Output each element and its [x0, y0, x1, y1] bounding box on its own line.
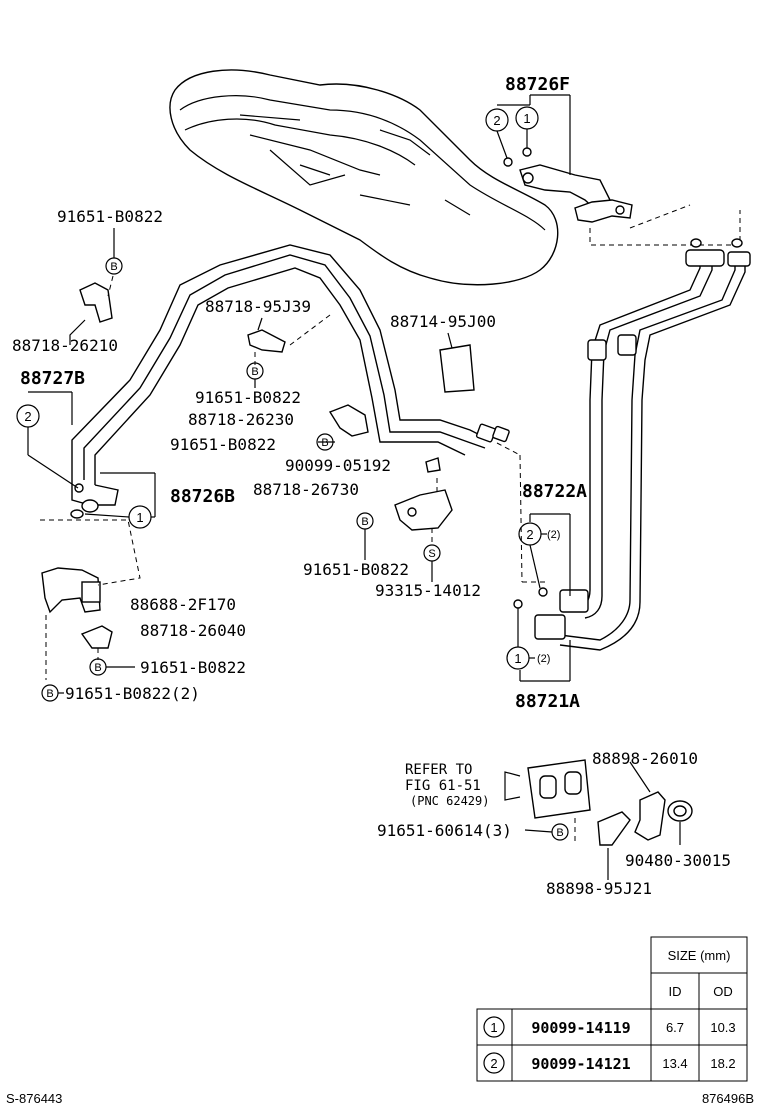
callout-1-88726F: 1: [523, 111, 530, 126]
label-91651-B0822-d: 91651-B0822: [303, 560, 409, 579]
label-88718-95J39: 88718-95J39: [205, 297, 311, 316]
label-88718-26230: 88718-26230: [188, 410, 294, 429]
table-row2-id: 13.4: [662, 1056, 687, 1071]
callout-1-88721A: 1: [514, 651, 521, 666]
gasket-plate: [527, 759, 591, 819]
pipes-right: [534, 238, 751, 651]
grommet-88898-95J21: [597, 811, 631, 846]
ring-90480-30015: [667, 800, 693, 822]
grommet-88898-26010: [634, 791, 666, 841]
table-header-od: OD: [713, 984, 733, 999]
svg-text:B: B: [94, 662, 101, 674]
table-row2-key: 2: [490, 1056, 497, 1071]
pipes-left: [71, 244, 510, 513]
clamp-88718-95J39: [247, 329, 286, 353]
nut-90099-05192: [425, 457, 441, 473]
b-marker-e: B: [89, 658, 107, 676]
clamp-88718-26210: [79, 282, 113, 323]
label-91651-B0822-c: 91651-B0822: [170, 435, 276, 454]
footer-right-code: 876496B: [702, 1091, 754, 1106]
callout-2-88726F: 2: [493, 113, 500, 128]
b-marker-f: B: [41, 684, 59, 702]
label-88898-95J21: 88898-95J21: [546, 879, 652, 898]
label-88718-26210: 88718-26210: [12, 336, 118, 355]
pipe-88726F: [519, 164, 633, 223]
label-91651-60614: 91651-60614(3): [377, 821, 512, 840]
svg-text:B: B: [251, 366, 258, 378]
label-88718-26730: 88718-26730: [253, 480, 359, 499]
label-88727B: 88727B: [20, 368, 85, 389]
callout-2-88727B: 2: [24, 409, 31, 424]
label-93315-14012: 93315-14012: [375, 581, 481, 600]
clamp-88718-26730: [394, 489, 453, 531]
refer-line2: FIG 61-51: [405, 778, 481, 794]
svg-text:B: B: [46, 688, 53, 700]
svg-text:B: B: [110, 261, 117, 273]
callout-1-88726B: 1: [136, 510, 143, 525]
b-marker-top: B: [105, 257, 123, 275]
size-table: SIZE (mm) ID OD 1 90099-14119 6.7 10.3 2…: [476, 936, 748, 1082]
b-marker-d: B: [356, 512, 374, 530]
bracket-88688-2F170: [41, 567, 101, 614]
table-row1-part: 90099-14119: [531, 1019, 630, 1037]
label-88722A: 88722A: [522, 481, 587, 502]
refer-line3: (PNC 62429): [410, 794, 489, 808]
duct-housing: [169, 69, 559, 286]
label-88721A: 88721A: [515, 691, 580, 712]
table-header-id: ID: [669, 984, 682, 999]
label-90480-30015: 90480-30015: [625, 851, 731, 870]
table-row2-part: 90099-14121: [531, 1055, 630, 1073]
label-91651-B0822-top: 91651-B0822: [57, 207, 163, 226]
qty-88721A: (2): [537, 653, 550, 665]
table-row2-od: 18.2: [710, 1056, 735, 1071]
label-88688-2F170: 88688-2F170: [130, 595, 236, 614]
svg-text:S: S: [428, 548, 435, 560]
label-88714-95J00: 88714-95J00: [390, 312, 496, 331]
label-88718-26040: 88718-26040: [140, 621, 246, 640]
clamp-88718-26230: [328, 404, 369, 437]
label-90099-05192: 90099-05192: [285, 456, 391, 475]
label-88726F: 88726F: [505, 74, 570, 95]
svg-text:B: B: [361, 516, 368, 528]
label-91651-B0822-e: 91651-B0822: [140, 658, 246, 677]
label-91651-B0822-mid: 91651-B0822: [195, 388, 301, 407]
footer-left-code: S-876443: [6, 1091, 62, 1106]
label-91651-B0822-2: 91651-B0822(2): [65, 684, 200, 703]
svg-text:B: B: [321, 437, 328, 449]
table-row1-key: 1: [490, 1020, 497, 1035]
qty-88722A: (2): [547, 529, 560, 541]
table-header-size: SIZE (mm): [668, 948, 731, 963]
b-marker-mid: B: [246, 362, 264, 380]
refer-line1: REFER TO: [405, 762, 472, 778]
svg-text:B: B: [556, 827, 563, 839]
clamp-88718-26040: [80, 625, 113, 649]
s-marker: S: [423, 544, 441, 562]
callout-2-88722A: 2: [526, 527, 533, 542]
table-row1-od: 10.3: [710, 1020, 735, 1035]
label-88726B: 88726B: [170, 486, 235, 507]
grommet-88714-95J00: [439, 344, 475, 393]
label-88898-26010: 88898-26010: [592, 749, 698, 768]
b-marker-g: B: [551, 823, 569, 841]
table-row1-id: 6.7: [666, 1020, 684, 1035]
